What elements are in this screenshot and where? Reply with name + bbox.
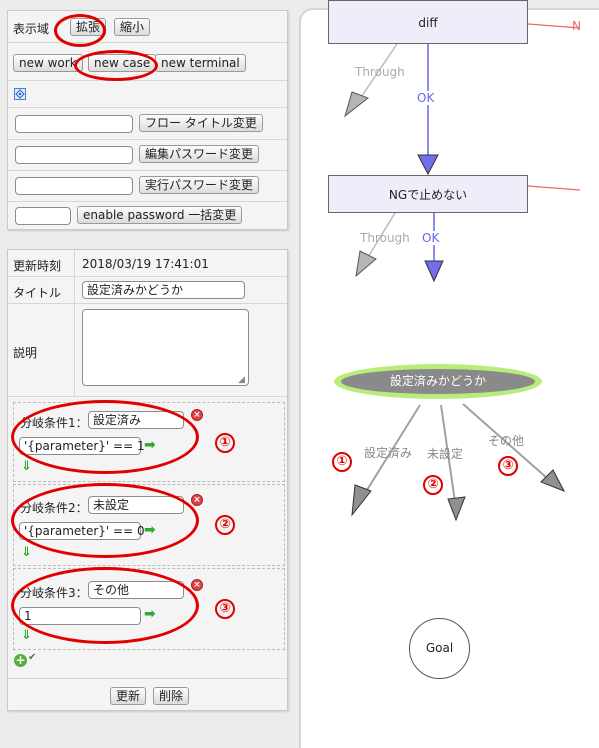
enable-password-input[interactable] bbox=[15, 207, 71, 225]
description-textarea[interactable] bbox=[82, 309, 249, 386]
condition-1-move-down-icon[interactable]: ⇓ bbox=[21, 459, 32, 474]
delete-button[interactable]: 削除 bbox=[153, 687, 190, 705]
flow-marker-1: ① bbox=[332, 452, 352, 472]
edge-label-other: その他 bbox=[488, 434, 525, 448]
condition-2-expr-input[interactable]: '{parameter}' == 0 bbox=[19, 522, 145, 540]
description-label: 説明 bbox=[13, 346, 38, 360]
condition-3-move-down-icon[interactable]: ⇓ bbox=[21, 628, 32, 643]
toolbar-panel: 表示域 拡張 縮小 new work new case new terminal… bbox=[7, 10, 288, 230]
run-password-row: 実行パスワード変更 bbox=[8, 171, 287, 202]
small-icon-row bbox=[8, 81, 287, 108]
enable-password-bulk-change-button[interactable]: enable password 一括変更 bbox=[77, 206, 243, 224]
condition-1-expr-input[interactable]: '{parameter}' == 1 bbox=[19, 437, 145, 455]
new-case-button[interactable]: new case bbox=[88, 54, 157, 72]
condition-2-label: 分岐条件2： bbox=[20, 501, 88, 515]
resize-handle-icon[interactable]: ◢ bbox=[238, 375, 245, 385]
flow-title-row: フロー タイトル変更 bbox=[8, 108, 287, 140]
edit-password-row: 編集パスワード変更 bbox=[8, 140, 287, 171]
condition-2-delete-icon[interactable]: × bbox=[191, 494, 203, 506]
condition-2-move-down-icon[interactable]: ⇓ bbox=[21, 545, 32, 560]
display-area-row: 表示域 拡張 縮小 bbox=[8, 11, 287, 43]
title-label: タイトル bbox=[13, 286, 62, 300]
condition-2-move-right-icon[interactable]: ➡ bbox=[144, 522, 156, 538]
condition-1-move-right-icon[interactable]: ➡ bbox=[144, 437, 156, 453]
edge-label-unset: 未設定 bbox=[427, 447, 464, 461]
add-condition-icon[interactable]: + bbox=[14, 653, 27, 667]
condition-3-name-input[interactable]: その他 bbox=[88, 581, 184, 599]
edge-label-through-1: Through bbox=[355, 65, 405, 79]
display-area-label: 表示域 bbox=[13, 22, 50, 36]
title-row: タイトル 設定済みかどうか bbox=[8, 277, 287, 304]
flow-node-diff[interactable]: diff bbox=[328, 0, 528, 44]
spellcheck-icon[interactable]: ✔ bbox=[28, 652, 37, 663]
condition-2-name-input[interactable]: 未設定 bbox=[88, 496, 184, 514]
run-password-input[interactable] bbox=[15, 177, 133, 195]
detail-footer: 更新 削除 bbox=[8, 678, 287, 711]
edge-label-through-2: Through bbox=[360, 231, 410, 245]
condition-1-marker: ① bbox=[215, 433, 235, 453]
case-detail-panel: 更新時刻 2018/03/19 17:41:01 タイトル 設定済みかどうか 説… bbox=[7, 249, 288, 711]
flow-node-goal[interactable]: Goal bbox=[409, 618, 470, 679]
flow-node-decision[interactable]: 設定済みかどうか bbox=[341, 369, 535, 394]
condition-1-name-input[interactable]: 設定済み bbox=[88, 411, 184, 429]
condition-2-marker: ② bbox=[215, 515, 235, 535]
flow-marker-2: ② bbox=[423, 475, 443, 495]
condition-3-move-right-icon[interactable]: ➡ bbox=[144, 606, 156, 622]
updated-value: 2018/03/19 17:41:01 bbox=[82, 257, 209, 271]
edit-password-change-button[interactable]: 編集パスワード変更 bbox=[139, 145, 260, 163]
condition-1-delete-icon[interactable]: × bbox=[191, 409, 203, 421]
flow-marker-3: ③ bbox=[498, 456, 518, 476]
edge-label-ok-1: OK bbox=[417, 91, 435, 105]
description-row: 説明 ◢ bbox=[8, 304, 287, 397]
flow-title-change-button[interactable]: フロー タイトル変更 bbox=[139, 114, 263, 132]
condition-3-delete-icon[interactable]: × bbox=[191, 579, 203, 591]
condition-box-1: 分岐条件1： 設定済み × '{parameter}' == 1 ➡ ⇓ ① bbox=[13, 402, 285, 482]
enable-password-row: enable password 一括変更 bbox=[8, 202, 287, 230]
expand-button[interactable]: 拡張 bbox=[70, 18, 107, 36]
condition-box-2: 分岐条件2： 未設定 × '{parameter}' == 0 ➡ ⇓ ② bbox=[13, 484, 285, 566]
title-input[interactable]: 設定済みかどうか bbox=[82, 281, 245, 299]
edge-label-set: 設定済み bbox=[364, 446, 413, 460]
edit-password-input[interactable] bbox=[15, 146, 133, 164]
flow-title-input[interactable] bbox=[15, 115, 133, 133]
new-node-row: new work new case new terminal bbox=[8, 43, 287, 81]
new-work-button[interactable]: new work bbox=[13, 54, 83, 72]
condition-3-marker: ③ bbox=[215, 599, 235, 619]
edge-label-ok-2: OK bbox=[422, 231, 440, 245]
fit-view-icon[interactable] bbox=[14, 88, 26, 100]
condition-3-label: 分岐条件3： bbox=[20, 586, 88, 600]
new-terminal-button[interactable]: new terminal bbox=[155, 54, 246, 72]
updated-label: 更新時刻 bbox=[13, 259, 62, 273]
condition-3-expr-input[interactable]: 1 bbox=[19, 607, 141, 625]
update-button[interactable]: 更新 bbox=[110, 687, 147, 705]
edge-label-ng-cut: N bbox=[572, 19, 581, 33]
condition-box-3: 分岐条件3： その他 × 1 ➡ ⇓ ③ bbox=[13, 568, 285, 650]
condition-1-label: 分岐条件1： bbox=[20, 416, 88, 430]
shrink-button[interactable]: 縮小 bbox=[114, 18, 151, 36]
flow-node-ng[interactable]: NGで止めない bbox=[328, 175, 528, 213]
updated-row: 更新時刻 2018/03/19 17:41:01 bbox=[8, 250, 287, 277]
run-password-change-button[interactable]: 実行パスワード変更 bbox=[139, 176, 260, 194]
